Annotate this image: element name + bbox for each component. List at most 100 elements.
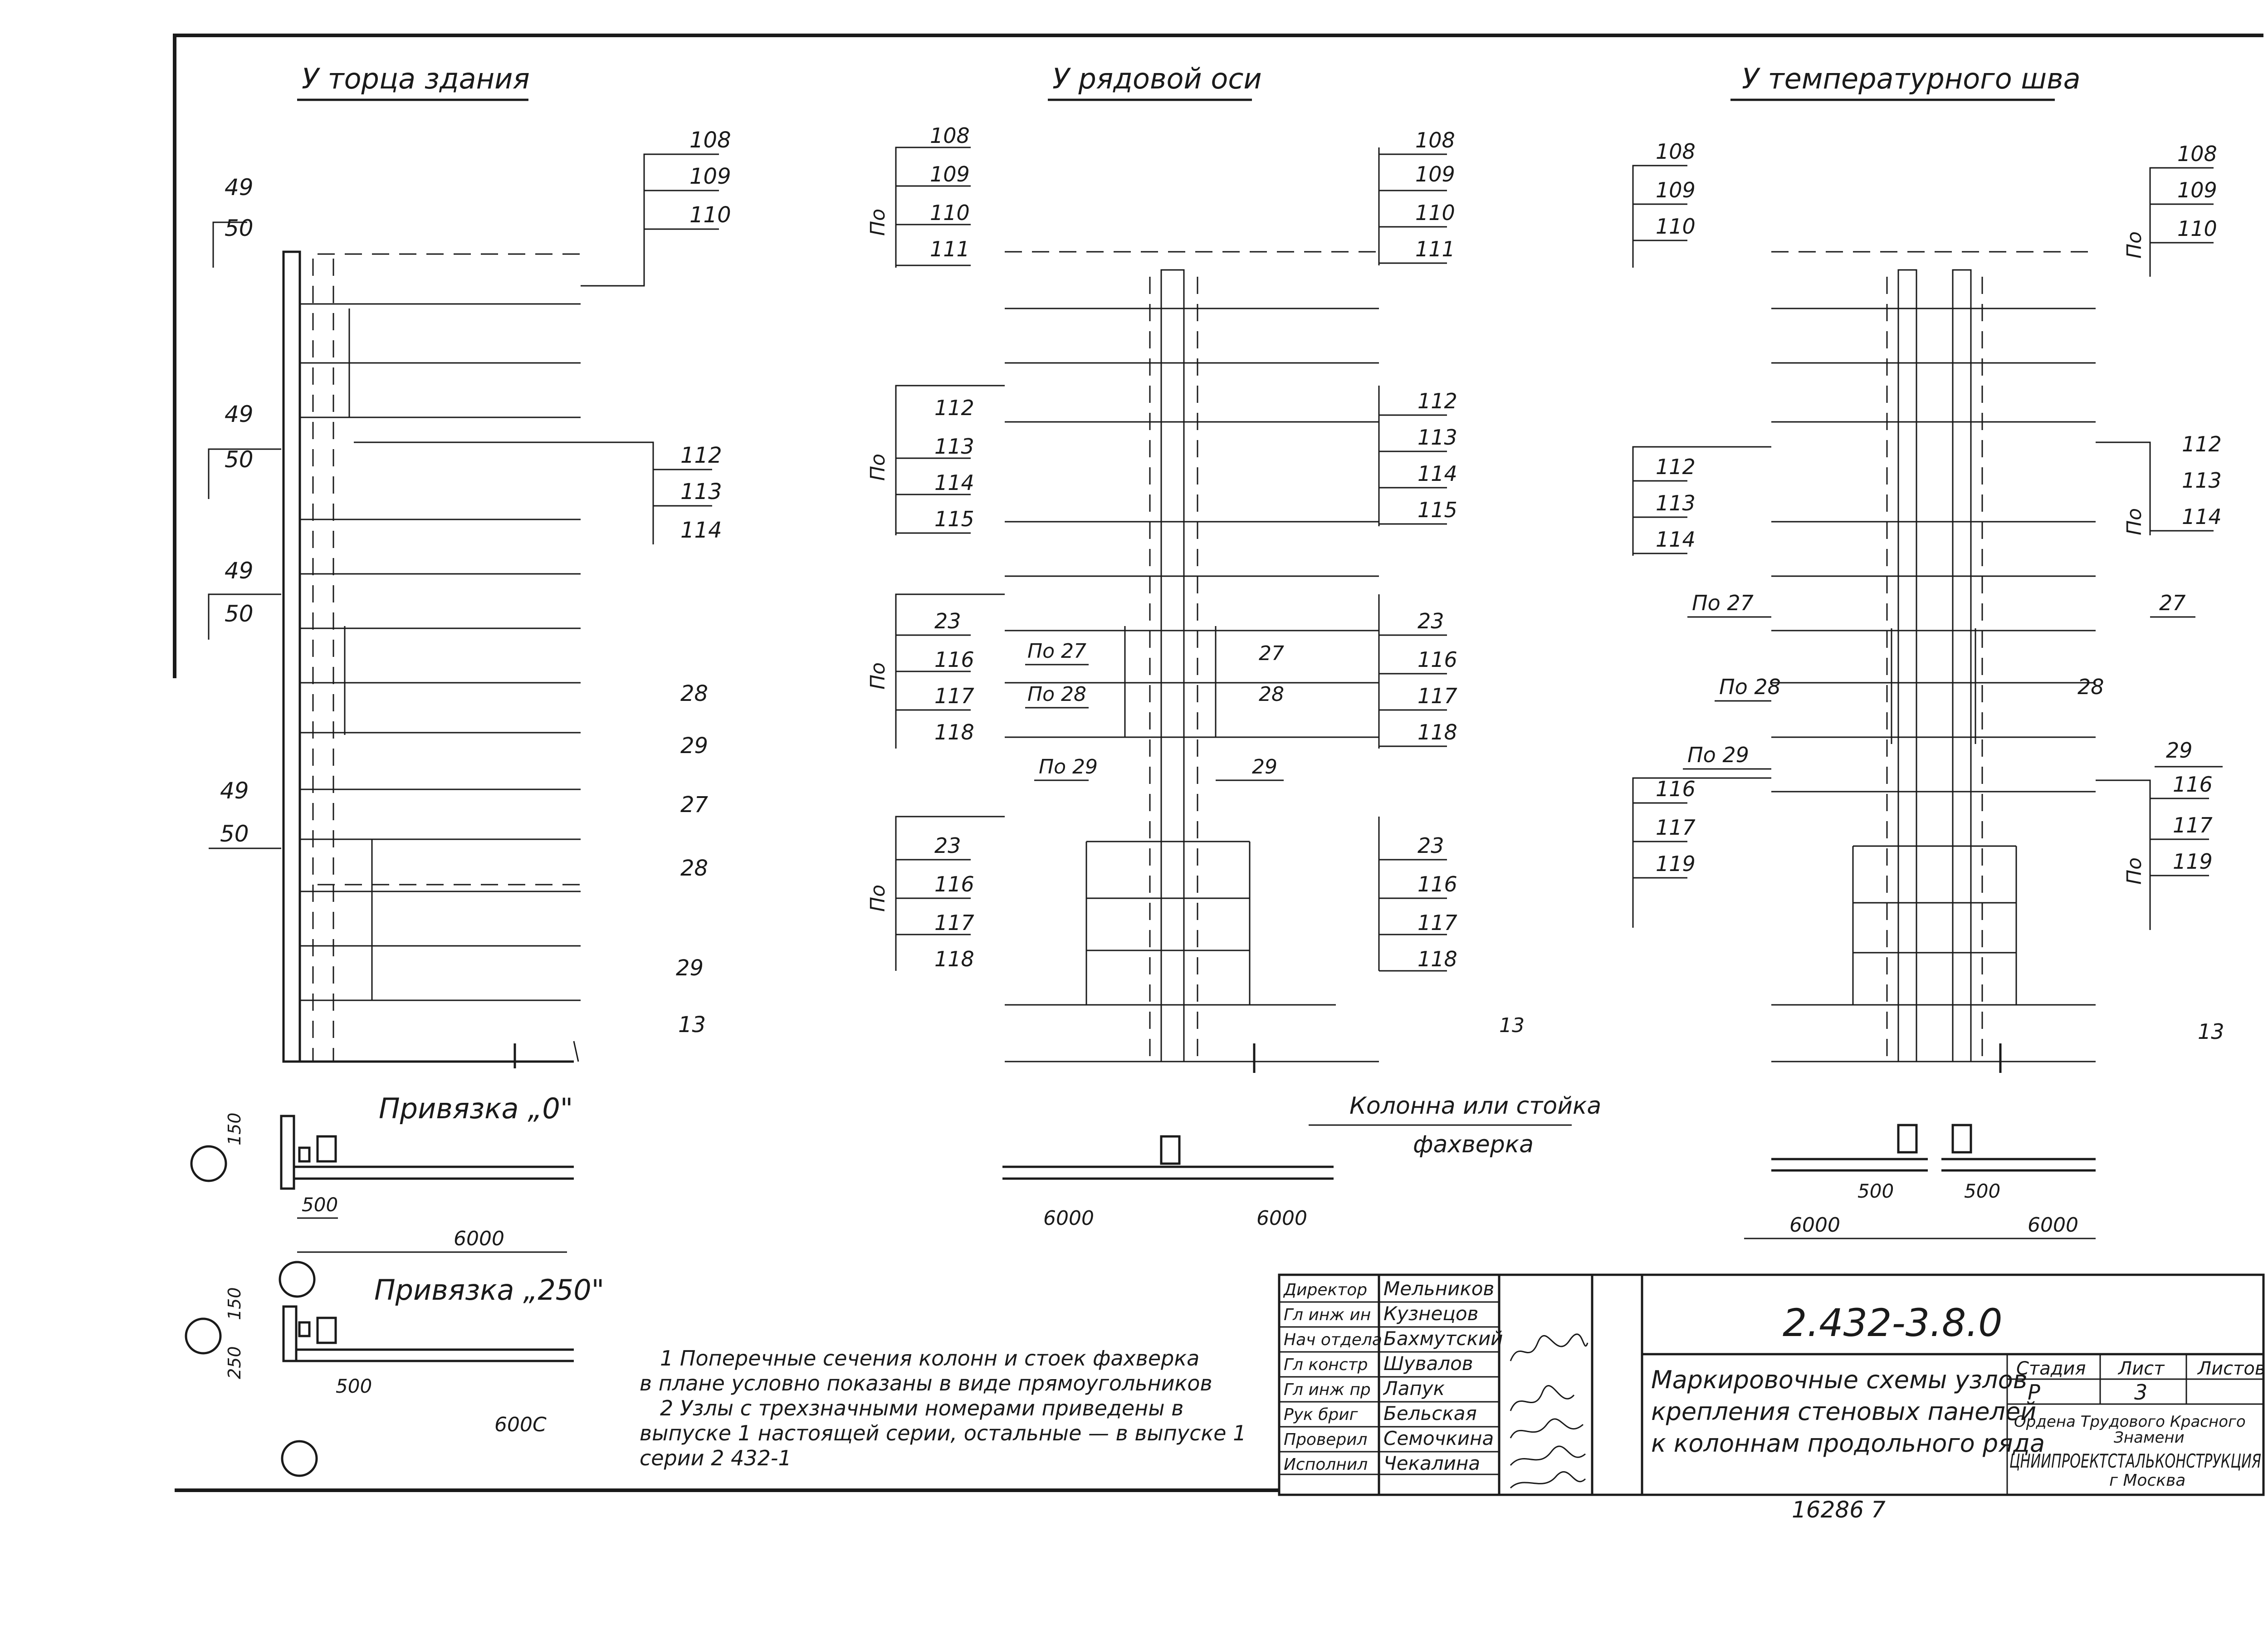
svg-text:112: 112 <box>1418 389 1457 413</box>
svg-text:Семочкина: Семочкина <box>1383 1427 1494 1449</box>
svg-text:6000: 6000 <box>1043 1207 1094 1230</box>
svg-text:500: 500 <box>1964 1180 2000 1202</box>
svg-text:У торца здания: У торца здания <box>302 62 530 95</box>
section-title-1: У торца здания <box>297 62 530 101</box>
svg-text:50: 50 <box>220 821 249 847</box>
svg-text:По: По <box>2123 857 2146 885</box>
svg-text:Директор: Директор <box>1283 1281 1367 1299</box>
svg-text:112: 112 <box>2182 432 2222 456</box>
svg-text:Бахмутский: Бахмутский <box>1383 1327 1503 1350</box>
org-line-2: Знамени <box>2114 1429 2185 1447</box>
expansion-joint-plan-detail: 500 500 6000 6000 <box>1744 1124 2096 1239</box>
svg-text:29: 29 <box>676 955 704 981</box>
svg-text:50: 50 <box>225 215 254 241</box>
svg-text:150: 150 <box>225 1112 244 1145</box>
svg-text:28: 28 <box>1259 683 1284 706</box>
svg-text:50: 50 <box>225 601 254 627</box>
svg-text:49: 49 <box>225 401 254 427</box>
svg-text:116: 116 <box>1656 777 1696 801</box>
svg-text:110: 110 <box>689 202 731 228</box>
svg-text:118: 118 <box>1418 720 1457 744</box>
svg-text:500: 500 <box>336 1375 372 1397</box>
svg-text:Бельская: Бельская <box>1383 1402 1477 1424</box>
notes: 1 Поперечные сечения колонн и стоек фахв… <box>640 1346 1246 1470</box>
diagram-building-end <box>282 250 590 1068</box>
title-block: Директор Гл инж ин Нач отдела Гл констр … <box>1278 1273 2265 1496</box>
svg-text:500: 500 <box>302 1194 338 1216</box>
middle-left-marks: 108 109 110 111 112 113 114 115 23 116 1… <box>895 123 1005 971</box>
svg-text:6000: 6000 <box>1256 1207 1307 1230</box>
svg-text:117: 117 <box>934 910 974 935</box>
drawing-code: 2.432-3.8.0 <box>1783 1301 2003 1345</box>
svg-text:108: 108 <box>930 123 970 148</box>
svg-text:110: 110 <box>930 201 970 225</box>
svg-text:28: 28 <box>680 681 708 706</box>
svg-text:Шувалов: Шувалов <box>1383 1352 1473 1375</box>
svg-text:23: 23 <box>1418 609 1444 633</box>
svg-text:110: 110 <box>2177 216 2217 241</box>
svg-text:117: 117 <box>934 684 974 708</box>
right-left-marks: 108 109 110 112 113 114 По 27 По 28 По 2… <box>1632 139 1781 928</box>
svg-text:Привязка „250": Привязка „250" <box>374 1273 604 1307</box>
svg-text:6000: 6000 <box>454 1227 504 1250</box>
svg-text:По: По <box>2123 231 2146 259</box>
svg-text:111: 111 <box>1415 237 1455 261</box>
svg-text:116: 116 <box>1418 872 1457 896</box>
stage-value: Р <box>2028 1380 2040 1405</box>
svg-text:113: 113 <box>1656 491 1696 515</box>
svg-text:114: 114 <box>1418 461 1457 486</box>
svg-text:111: 111 <box>930 237 970 261</box>
sheet-label: Лист <box>2117 1358 2165 1379</box>
svg-text:116: 116 <box>2173 772 2213 797</box>
svg-text:114: 114 <box>934 470 974 495</box>
svg-text:109: 109 <box>1656 178 1696 202</box>
svg-text:По: По <box>866 885 890 912</box>
svg-text:По 27: По 27 <box>1692 591 1754 615</box>
svg-text:117: 117 <box>1418 684 1457 708</box>
left-side-marks: 49 50 49 50 49 50 49 50 <box>208 174 281 849</box>
title-desc-2: крепления стеновых панелей <box>1651 1397 2036 1426</box>
footer-number: 16286 7 <box>1792 1497 1886 1523</box>
svg-text:13: 13 <box>2198 1019 2224 1044</box>
section-title-2: У рядовой оси <box>1048 62 1262 101</box>
svg-text:116: 116 <box>934 647 974 672</box>
svg-text:По: По <box>866 454 890 481</box>
svg-text:119: 119 <box>1656 852 1696 876</box>
svg-text:13: 13 <box>678 1012 706 1038</box>
svg-text:Гл инж ин: Гл инж ин <box>1284 1306 1371 1324</box>
svg-text:28: 28 <box>680 856 708 881</box>
svg-text:6000: 6000 <box>2028 1214 2078 1237</box>
svg-text:серии 2 432-1: серии 2 432-1 <box>640 1446 792 1470</box>
svg-text:114: 114 <box>2182 504 2222 529</box>
svg-text:49: 49 <box>225 174 254 201</box>
svg-text:112: 112 <box>680 443 722 468</box>
svg-text:6000: 6000 <box>1789 1214 1840 1237</box>
svg-text:У температурного шва: У температурного шва <box>1742 62 2081 95</box>
svg-text:Колонна или стойка: Колонна или стойка <box>1349 1092 1601 1120</box>
svg-text:113: 113 <box>2182 468 2222 493</box>
svg-text:108: 108 <box>689 127 731 153</box>
row-axis-plan-detail: Колонна или стойка фахверка 6000 6000 <box>1002 1092 1601 1230</box>
svg-text:116: 116 <box>934 872 974 896</box>
svg-text:117: 117 <box>2173 813 2213 837</box>
svg-text:113: 113 <box>1418 425 1457 450</box>
svg-text:в плане условно показа: в плане условно показаны в виде прямоуго… <box>640 1371 1212 1395</box>
middle-inner-labels: По 27 По 28 По 29 27 28 29 13 <box>1025 640 1525 1037</box>
org-line-4: г Москва <box>2109 1471 2185 1490</box>
svg-text:109: 109 <box>2177 178 2217 202</box>
org-line-3: ЦНИИПРОЕКТСТАЛЬКОНСТРУКЦИЯ <box>2009 1450 2261 1472</box>
svg-text:По 29: По 29 <box>1039 755 1098 778</box>
svg-text:118: 118 <box>1418 947 1457 971</box>
svg-text:27: 27 <box>680 792 709 817</box>
svg-text:116: 116 <box>1418 647 1457 672</box>
svg-text:114: 114 <box>680 518 722 543</box>
diagram-expansion-joint <box>1771 251 2096 1073</box>
svg-text:112: 112 <box>1656 455 1696 479</box>
svg-text:Проверил: Проверил <box>1284 1430 1368 1449</box>
svg-text:115: 115 <box>1418 498 1457 522</box>
svg-text:600С: 600С <box>494 1413 547 1436</box>
svg-text:108: 108 <box>2177 142 2217 166</box>
svg-text:23: 23 <box>1418 833 1444 858</box>
svg-text:108: 108 <box>1415 128 1455 152</box>
